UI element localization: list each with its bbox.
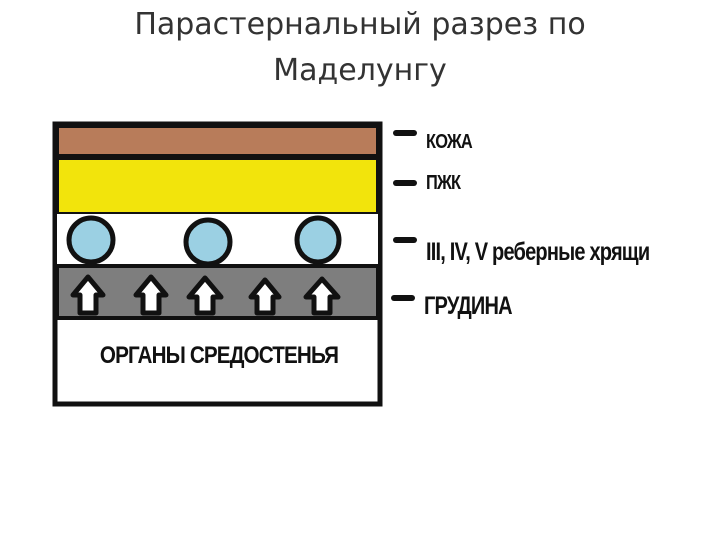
cartilage-iii [66,215,116,265]
leader-lines [391,130,417,301]
label-mediastinum-organs: ОРГАНЫ СРЕДОСТЕНЬЯ [99,342,339,369]
label-subcutaneous-fat: ПЖК [426,172,461,194]
skin-layer [55,124,380,158]
label-sternum: ГРУДИНА [424,292,513,320]
title-line-1: Парастернальный разрез по [134,7,586,42]
label-rib-cartilages: III, IV, V реберные хрящи [426,238,650,266]
pressure-arrows [70,274,341,316]
arrow-up-icon [133,274,169,316]
arrow-up-icon [186,275,224,316]
fat-layer [55,156,380,216]
arrow-up-icon [70,274,106,316]
title-line-2: Маделунгу [273,53,447,88]
cartilage-v [294,215,342,265]
label-skin: КОЖА [426,131,473,153]
arrow-up-icon [303,276,341,316]
cartilage-iv [183,217,233,267]
page-title: Парастернальный разрез по Маделунгу [0,2,720,94]
arrow-up-icon [248,277,282,316]
